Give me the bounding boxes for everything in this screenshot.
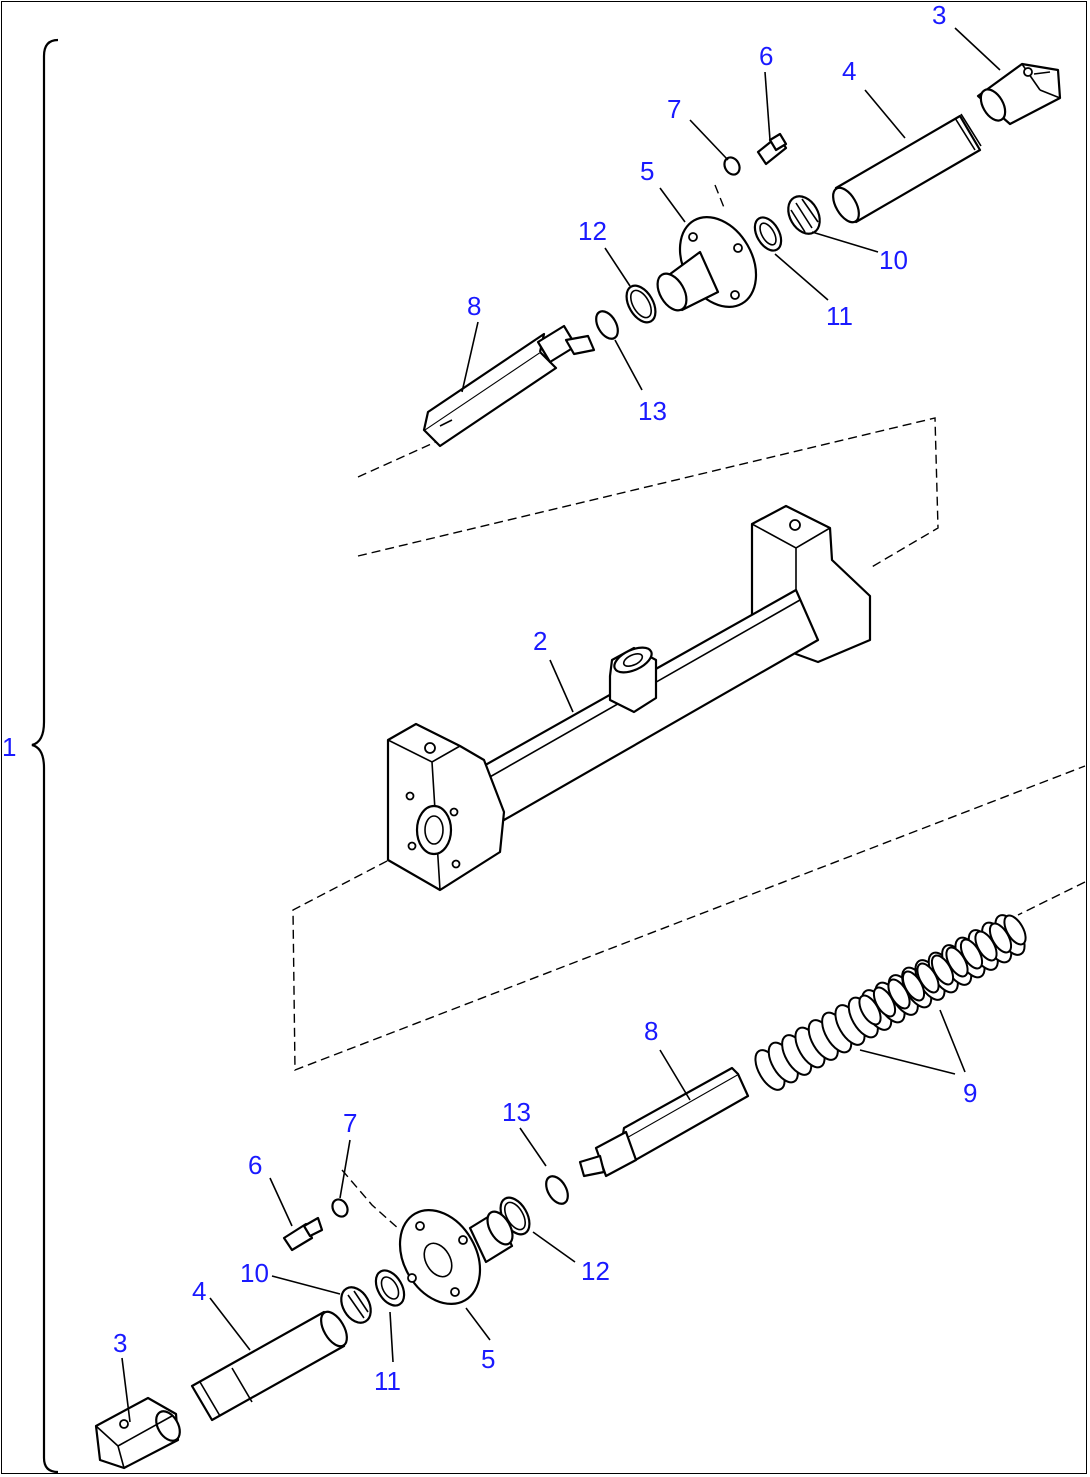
callout-housing: 2 — [533, 626, 548, 656]
bottom-clevis — [94, 1396, 181, 1470]
top-bolt — [756, 132, 788, 166]
top-o-ring — [625, 284, 657, 324]
callout-top-nut: 10 — [879, 245, 908, 275]
callout-top-rod: 4 — [842, 56, 857, 86]
bottom-backup-ring — [545, 1175, 569, 1205]
callout-top-clevis: 3 — [932, 0, 947, 30]
leader-lines — [121, 27, 1001, 1423]
top-nut — [787, 195, 821, 235]
bottom-flange — [398, 1209, 514, 1305]
callout-bottom-flange: 5 — [481, 1344, 496, 1374]
callout-bottom-lockring: 11 — [374, 1366, 401, 1396]
callout-assembly: 1 — [2, 732, 17, 762]
callout-top-backup: 13 — [638, 396, 667, 426]
top-flange — [656, 215, 758, 312]
callout-bottom-clevis: 3 — [113, 1328, 128, 1358]
top-shaft — [422, 324, 596, 448]
spring-set — [754, 914, 1027, 1091]
bottom-shaft — [578, 1066, 750, 1178]
callout-bottom-washer: 7 — [343, 1108, 358, 1138]
housing — [386, 504, 872, 892]
top-rod — [832, 113, 982, 224]
callout-top-shaft: 8 — [467, 291, 482, 321]
bottom-nut — [340, 1286, 372, 1324]
callout-top-bolt: 6 — [759, 41, 774, 71]
callout-bottom-shaft: 8 — [644, 1016, 659, 1046]
top-clevis — [976, 62, 1062, 126]
assembly-brace — [31, 38, 59, 1474]
callout-bottom-rod: 4 — [192, 1276, 207, 1306]
assembly-guide-lines — [292, 184, 1086, 1231]
callout-top-washer: 7 — [667, 94, 682, 124]
bottom-bolt — [282, 1216, 324, 1252]
callout-top-oring: 12 — [578, 216, 607, 246]
callout-bottom-backup: 13 — [502, 1097, 531, 1127]
bottom-rod — [190, 1310, 348, 1422]
bottom-washer — [331, 1198, 349, 1218]
callout-bottom-oring: 12 — [581, 1256, 610, 1286]
callout-bottom-bolt: 6 — [248, 1150, 263, 1180]
callout-bottom-nut: 10 — [240, 1258, 269, 1288]
callout-top-flange: 5 — [640, 156, 655, 186]
bottom-lock-ring — [374, 1269, 406, 1307]
inner-spring — [858, 914, 1027, 1026]
top-washer — [723, 156, 741, 176]
top-lock-ring — [753, 216, 783, 252]
callout-top-lockring: 11 — [826, 301, 853, 331]
callout-spring: 9 — [963, 1078, 978, 1108]
top-backup-ring — [595, 310, 619, 340]
